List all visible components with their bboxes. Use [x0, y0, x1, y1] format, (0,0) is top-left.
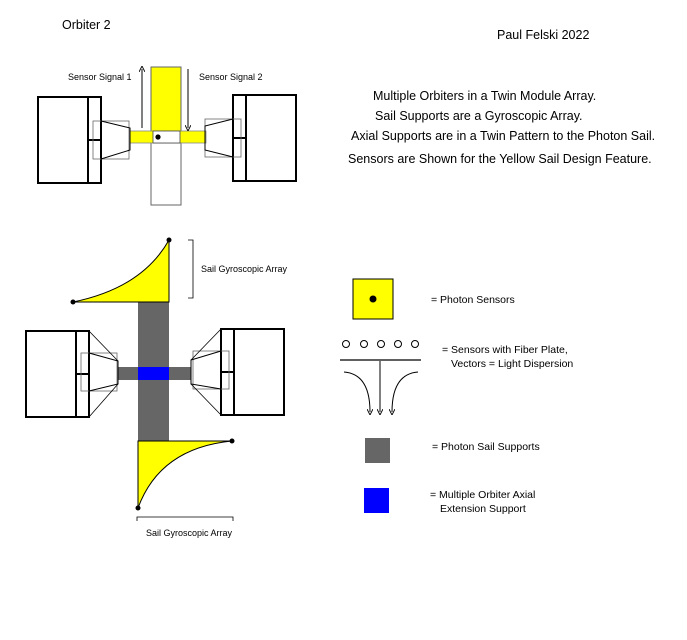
legend-photon-sensors-label: = Photon Sensors [431, 294, 515, 306]
sail-tip-dot-left [70, 299, 76, 305]
top-orbiter-diagram [37, 66, 297, 206]
legend-sail-supports-label: = Photon Sail Supports [432, 441, 540, 453]
description-line-1: Multiple Orbiters in a Twin Module Array… [373, 89, 597, 103]
legend-sail-support-swatch [365, 438, 390, 463]
yellow-sail-top-curve [72, 238, 170, 303]
sail-tip-dot-right [229, 438, 235, 444]
legend [340, 278, 421, 513]
right-orbiter-module [204, 94, 297, 182]
legend-fiber-plate-label-2: Vectors = Light Dispersion [451, 358, 574, 370]
sensor-signal-1-label: Sensor Signal 1 [68, 72, 132, 82]
gyro-bracket-bottom [136, 516, 234, 521]
yellow-sail-bottom-curve [137, 440, 233, 509]
yellow-sail-upper [150, 66, 182, 133]
sensor-signal-2-label: Sensor Signal 2 [199, 72, 263, 82]
legend-fiber-plate-icon [340, 340, 421, 413]
author-credit: Paul Felski 2022 [497, 28, 590, 42]
sail-tip-dot-top [166, 237, 172, 243]
legend-axial-label-1: = Multiple Orbiter Axial [430, 489, 536, 501]
gyro-bracket-top [188, 239, 194, 299]
description-line-3: Axial Supports are in a Twin Pattern to … [351, 129, 656, 143]
description-line-2: Sail Supports are a Gyroscopic Array. [375, 109, 583, 123]
gyro-array-label-top: Sail Gyroscopic Array [201, 264, 288, 274]
legend-photon-sensor-dot [369, 295, 377, 303]
axial-extension-support [138, 367, 169, 380]
bottom-left-orbiter-module [25, 330, 119, 418]
left-orbiter-module [37, 96, 131, 184]
legend-fiber-plate-label-1: = Sensors with Fiber Plate, [442, 344, 568, 356]
description-line-4: Sensors are Shown for the Yellow Sail De… [348, 152, 652, 166]
sail-tip-dot-bottom [135, 505, 141, 511]
bottom-right-orbiter-module [190, 328, 285, 416]
gyro-array-label-bottom: Sail Gyroscopic Array [146, 528, 233, 538]
sensor-window [152, 130, 181, 144]
bottom-orbiter-diagram [25, 237, 285, 521]
photon-sensor-dot [155, 134, 161, 140]
diagram-title: Orbiter 2 [62, 18, 111, 32]
legend-axial-label-2: Extension Support [440, 503, 526, 515]
legend-axial-swatch [364, 488, 389, 513]
